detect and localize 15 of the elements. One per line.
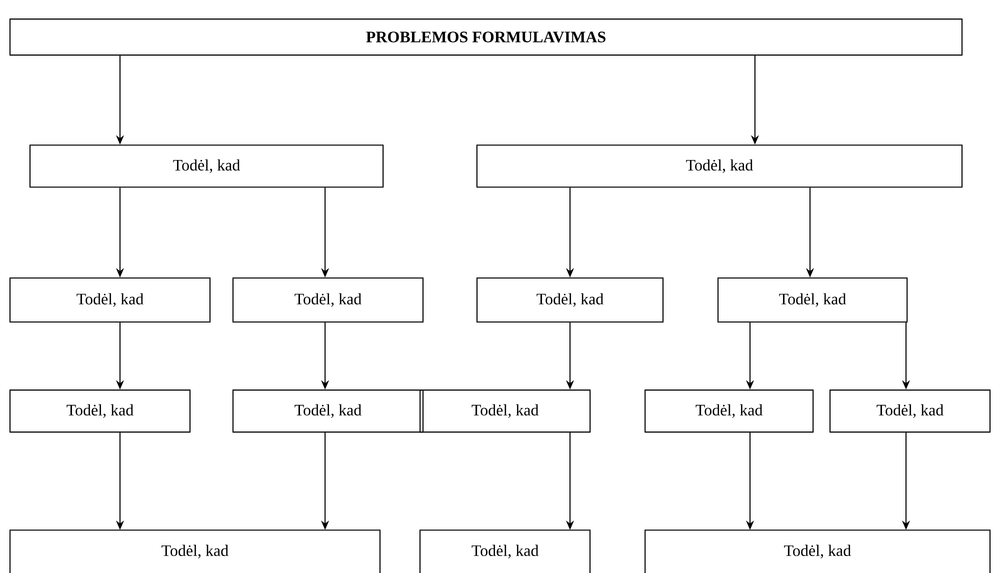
process-box: Todėl, kad bbox=[829, 390, 991, 433]
process-box: Todėl, kad bbox=[644, 530, 991, 573]
process-box: Todėl, kad bbox=[476, 144, 963, 188]
process-box: Todėl, kad bbox=[476, 277, 664, 322]
process-box: Todėl, kad bbox=[9, 277, 211, 322]
process-box: Todėl, kad bbox=[232, 277, 424, 322]
process-box: Todėl, kad bbox=[717, 277, 908, 322]
title-box: PROBLEMOS FORMULAVIMAS bbox=[9, 18, 963, 56]
process-box: Todėl, kad bbox=[419, 530, 591, 573]
process-box: Todėl, kad bbox=[232, 390, 424, 433]
process-box: Todėl, kad bbox=[420, 390, 591, 433]
process-box: Todėl, kad bbox=[9, 390, 191, 433]
process-box: Todėl, kad bbox=[9, 530, 381, 573]
process-box: Todėl, kad bbox=[644, 390, 814, 433]
process-box: Todėl, kad bbox=[29, 144, 384, 188]
